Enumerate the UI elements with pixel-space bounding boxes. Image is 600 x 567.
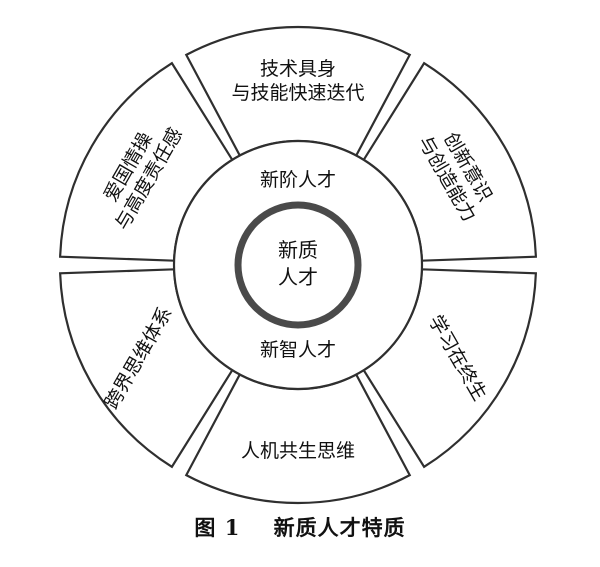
- core-label-line2: 人才: [278, 265, 318, 289]
- core-ring: [234, 201, 362, 329]
- segment-label-line: 与技能快速迭代: [231, 82, 364, 104]
- inner-label-top: 新阶人才: [260, 169, 336, 191]
- segment-label-line: 技术具身: [260, 58, 336, 80]
- segment-label-bottom: 人机共生思维: [241, 440, 355, 462]
- figure-caption: 图 1 新质人才特质: [0, 512, 600, 542]
- segment-bottom: [184, 372, 412, 505]
- outer-ring-segments: 技术具身与技能快速迭代创新意识与创造能力学习在终生人机共生思维跨界思维体系爱国情…: [59, 25, 537, 505]
- inner-label-bottom: 新智人才: [260, 339, 336, 361]
- caption-title: 新质人才特质: [273, 515, 406, 540]
- core-label-line1: 新质: [278, 238, 318, 262]
- caption-figure-number: 图 1: [194, 515, 241, 540]
- talent-diagram: 技术具身与技能快速迭代创新意识与创造能力学习在终生人机共生思维跨界思维体系爱国情…: [59, 25, 537, 505]
- segment-label-line: 人机共生思维: [241, 440, 355, 462]
